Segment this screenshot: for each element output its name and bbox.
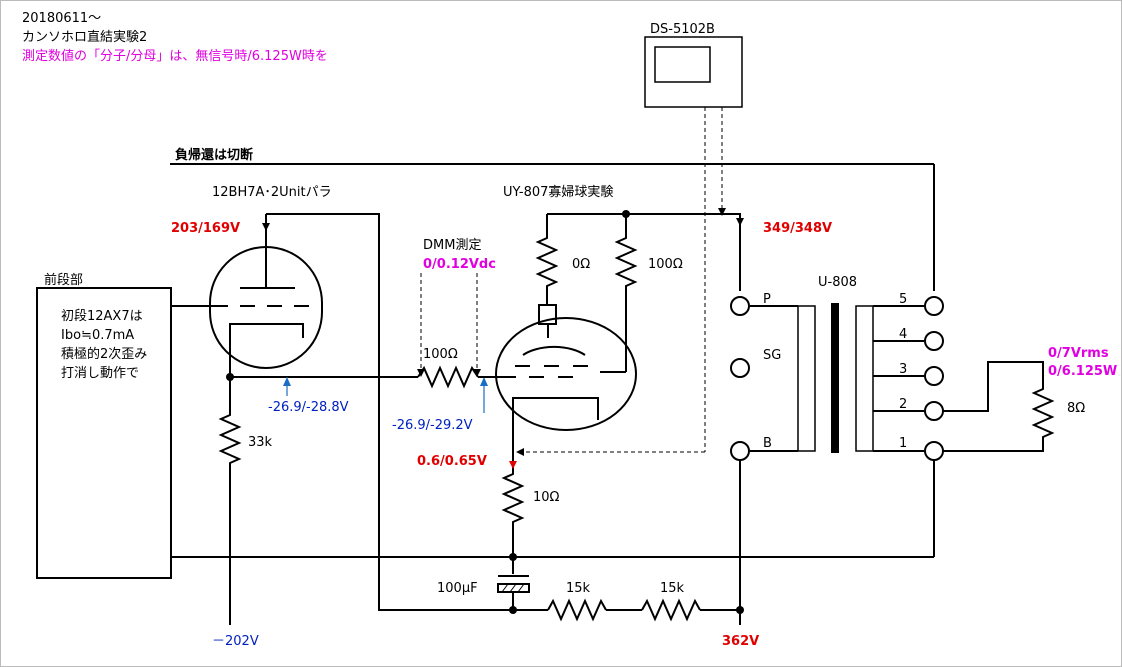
front-stage-line-3: 積極的2次歪み <box>61 346 147 362</box>
probe-arrow-2 <box>718 208 726 216</box>
dmm-label: DMM測定 <box>423 238 481 253</box>
resistor-screen-100 <box>614 234 638 372</box>
driver-cathode-voltage: -26.9/-28.8V <box>268 400 349 415</box>
tx-pin-4: 4 <box>899 327 907 342</box>
terminal-1 <box>924 441 944 461</box>
output-voltage: 0/7Vrms <box>1048 346 1109 361</box>
resistor-grid-stop-label: 100Ω <box>423 347 458 362</box>
driver-tube <box>171 214 323 369</box>
output-cathode-voltage: 0.6/0.65V <box>417 454 487 469</box>
terminal-3 <box>924 366 944 386</box>
tx-pin-sg: SG <box>763 348 781 363</box>
driver-plate-wire <box>266 213 513 611</box>
resistor-load <box>943 385 1055 452</box>
transformer-name: U-808 <box>818 275 857 290</box>
header-note: 測定数値の「分子/分母」は、無信号時/6.125W時を <box>22 48 328 64</box>
output-grid-voltage: -26.9/-29.2V <box>392 418 473 433</box>
oscilloscope: DS-5102B <box>516 22 743 456</box>
tx-pin-p: P <box>763 292 771 307</box>
tx-pin-5: 5 <box>899 292 907 307</box>
resistor-33k-label: 33k <box>248 435 273 450</box>
resistor-15k-b-label: 15k <box>660 581 685 596</box>
dmm-value: 0/0.12Vdc <box>423 257 496 272</box>
resistor-33k <box>218 410 242 466</box>
scope-label: DS-5102B <box>650 22 715 37</box>
neg-supply-voltage: －202V <box>212 634 259 649</box>
tx-pin-2: 2 <box>899 397 907 412</box>
terminal-4 <box>924 331 944 351</box>
driver-plate-voltage: 203/169V <box>171 221 240 236</box>
resistor-15k-b <box>641 598 701 622</box>
resistor-grid-stop <box>417 365 479 389</box>
front-stage-line-2: Ibo≒0.7mA <box>61 328 134 343</box>
tx-pin-b: B <box>763 436 772 451</box>
pos-supply-voltage: 362V <box>722 634 759 649</box>
terminal-b <box>730 441 750 461</box>
front-stage-box: 前段部 初段12AX7は Ibo≒0.7mA 積極的2次歪み 打消し動作で <box>36 272 172 579</box>
front-stage-title: 前段部 <box>44 272 83 288</box>
tx-pin-3: 3 <box>899 362 907 377</box>
resistor-load-label: 8Ω <box>1067 401 1085 416</box>
resistor-screen-100-label: 100Ω <box>648 257 683 272</box>
output-plate-wire <box>547 213 741 291</box>
transformer: U-808 P SG B 5 4 3 2 1 <box>750 275 924 453</box>
output-power: 0/6.125W <box>1048 364 1117 379</box>
scope-screen <box>654 46 711 83</box>
resistor-plate-0 <box>535 234 559 289</box>
driver-plate-arrow <box>262 223 270 231</box>
output-plate-voltage: 349/348V <box>763 221 832 236</box>
terminal-sg <box>730 358 750 378</box>
resistor-cathode-10 <box>501 470 525 557</box>
terminal-5 <box>924 296 944 316</box>
resistor-15k-a-label: 15k <box>566 581 591 596</box>
front-stage-line-4: 打消し動作で <box>61 366 139 381</box>
header-date: 20180611～ <box>22 11 101 26</box>
output-tube-label: UY-807寡婦球実験 <box>503 184 613 200</box>
output-tube <box>495 289 637 452</box>
resistor-15k-a <box>547 598 607 622</box>
resistor-plate-0-label: 0Ω <box>572 257 590 272</box>
driver-tube-label: 12BH7A･2Unitパラ <box>212 185 332 200</box>
cap-label: 100μF <box>437 581 478 596</box>
front-stage-line-1: 初段12AX7は <box>61 309 143 324</box>
probe-arrow-1 <box>516 448 524 456</box>
resistor-cathode-10-label: 10Ω <box>533 490 560 505</box>
nfb-note: 負帰還は切断 <box>175 147 253 163</box>
terminal-2 <box>924 401 944 421</box>
header-title: カンソホロ直結実験2 <box>22 29 147 45</box>
tx-pin-1: 1 <box>899 436 907 451</box>
terminal-p <box>730 296 750 316</box>
scope-body <box>644 36 743 108</box>
